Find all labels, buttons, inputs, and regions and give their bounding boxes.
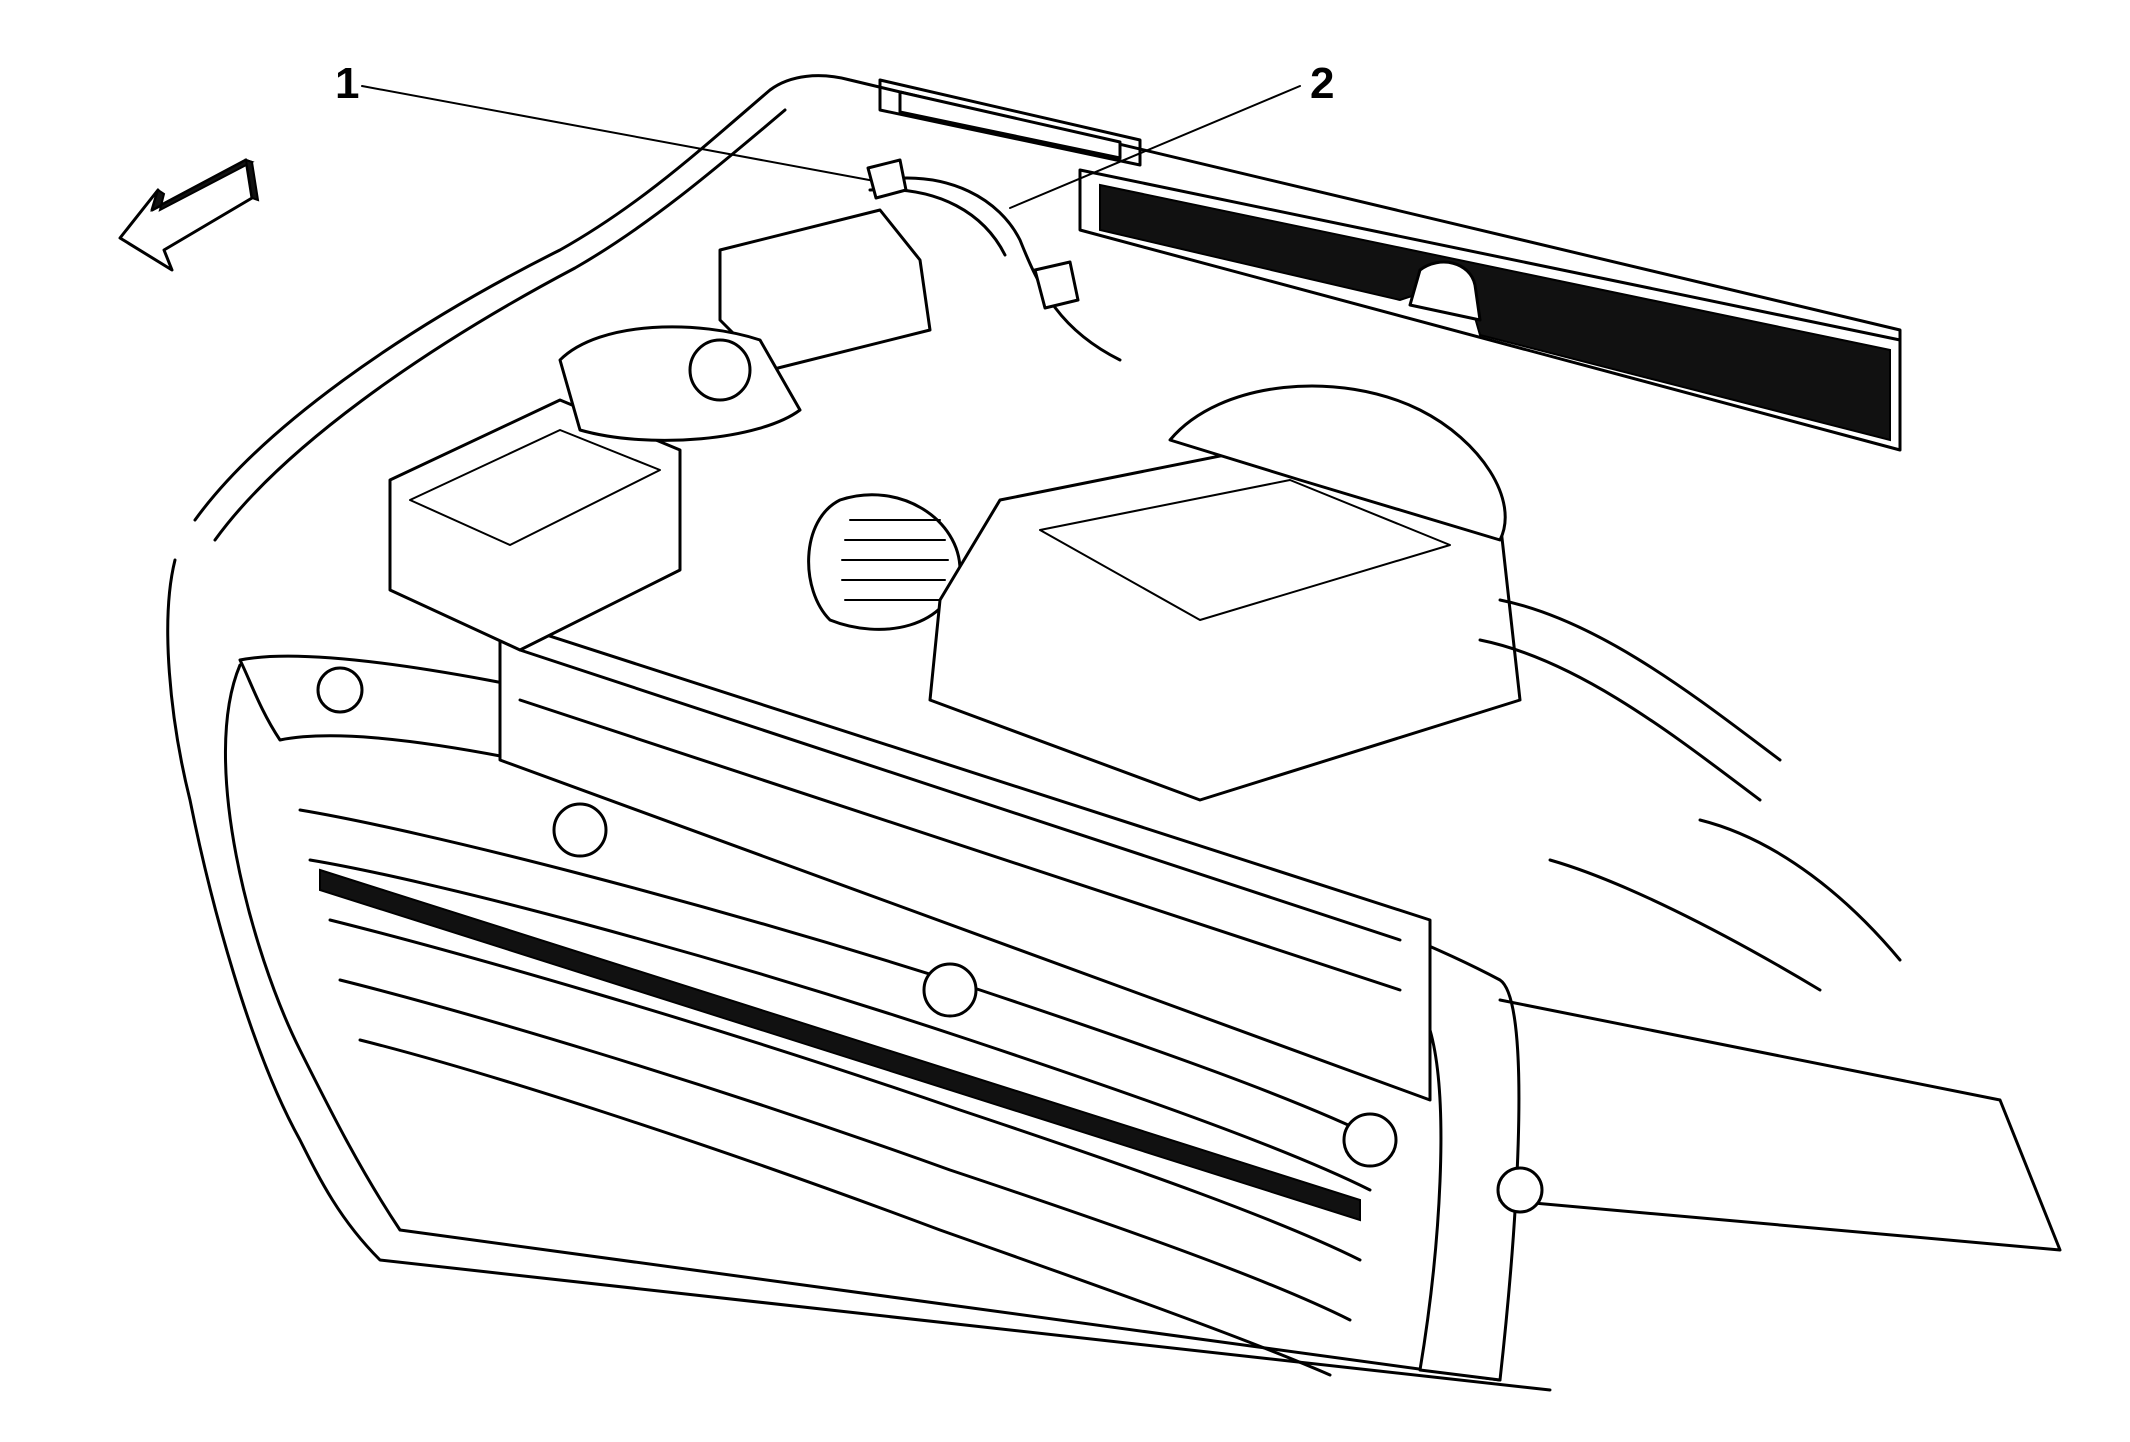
cowl-vent-panel bbox=[878, 78, 1902, 452]
callout-2-target-connector bbox=[1033, 260, 1080, 310]
callout-1-target-connector bbox=[866, 158, 908, 200]
engine-cover bbox=[928, 384, 1522, 802]
callout-2: 2 bbox=[1009, 59, 1334, 209]
callout-1-label: 1 bbox=[335, 59, 359, 108]
air-cleaner-battery-area bbox=[388, 208, 962, 652]
callout-2-label: 2 bbox=[1310, 59, 1334, 108]
forward-direction-arrow-icon bbox=[118, 158, 260, 272]
callout-1-leader-line bbox=[361, 85, 881, 183]
callout-1: 1 bbox=[335, 59, 881, 183]
callout-2-leader-line bbox=[1009, 85, 1301, 209]
radiator-support bbox=[316, 618, 1544, 1214]
